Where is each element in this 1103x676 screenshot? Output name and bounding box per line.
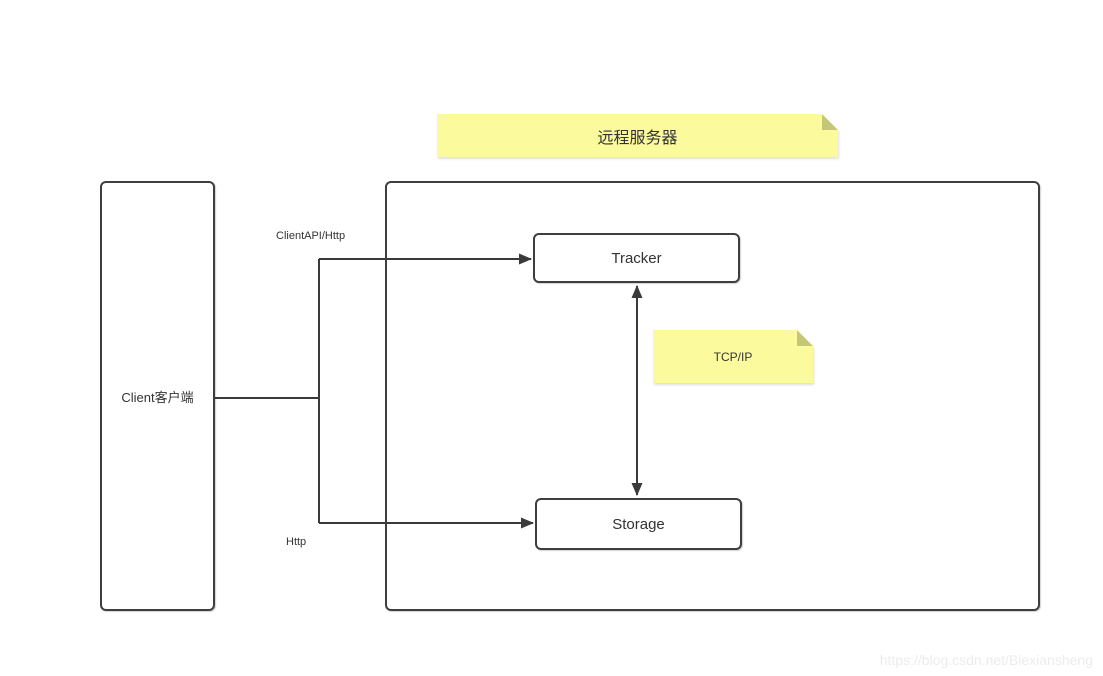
edge-label-http: Http bbox=[286, 536, 307, 548]
tcpip-note-label: TCP/IP bbox=[713, 349, 753, 364]
client-node: Client客户端 bbox=[100, 181, 215, 611]
storage-node-label: Storage bbox=[612, 515, 665, 533]
remote-server-note: 远程服务器 bbox=[437, 114, 838, 157]
tcpip-note: TCP/IP bbox=[653, 330, 813, 383]
watermark-url: https://blog.csdn.net/Biexiansheng bbox=[879, 652, 1093, 668]
tracker-node: Tracker bbox=[533, 233, 740, 283]
edge-label-clientapi-http: ClientAPI/Http bbox=[276, 230, 346, 242]
remote-server-note-body: 远程服务器 bbox=[437, 114, 838, 157]
tracker-node-label: Tracker bbox=[611, 249, 662, 267]
note-folded-corner-icon bbox=[797, 330, 813, 346]
tcpip-note-body: TCP/IP bbox=[653, 330, 813, 383]
client-node-label: Client客户端 bbox=[121, 389, 194, 405]
note-folded-corner-icon bbox=[822, 114, 838, 130]
storage-node: Storage bbox=[535, 498, 742, 550]
remote-server-note-label: 远程服务器 bbox=[597, 129, 678, 147]
server-boundary-box bbox=[385, 181, 1040, 611]
